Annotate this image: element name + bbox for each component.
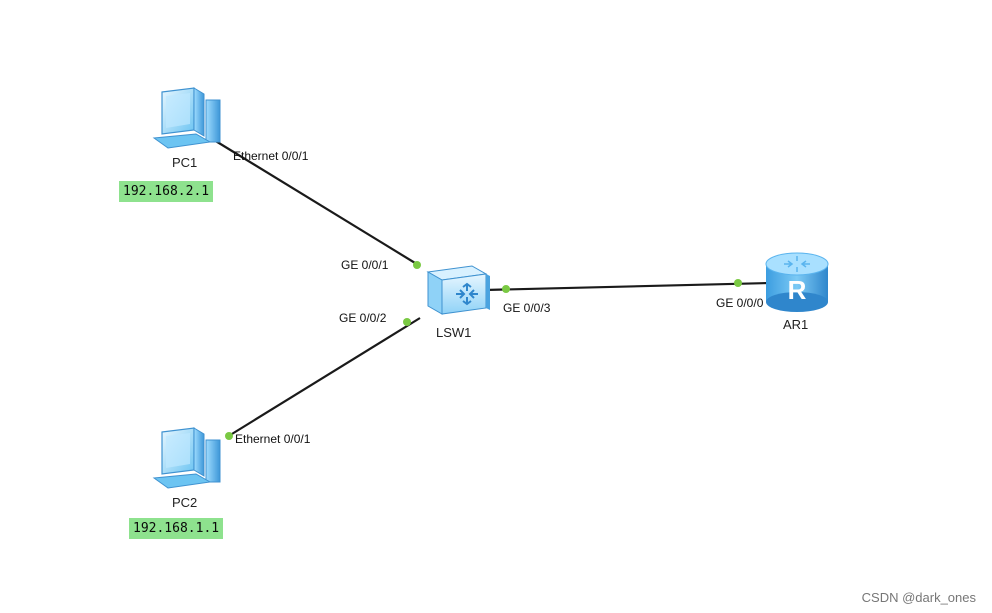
pc2-label: PC2 xyxy=(172,495,198,510)
port-label-ar1-ge0: GE 0/0/0 xyxy=(716,296,764,310)
port-label-lsw1-ge1: GE 0/0/1 xyxy=(341,258,389,272)
pc1-label: PC1 xyxy=(172,155,198,170)
port-dot-lsw1-ge1[interactable] xyxy=(413,261,421,269)
port-dot-lsw1-ge3[interactable] xyxy=(502,285,510,293)
port-label-lsw1-ge3: GE 0/0/3 xyxy=(503,301,551,315)
pc-icon[interactable] xyxy=(152,427,221,489)
link-pc1-lsw1 xyxy=(213,139,421,267)
port-label-pc1-eth: Ethernet 0/0/1 xyxy=(233,149,309,163)
watermark: CSDN @dark_ones xyxy=(861,590,976,605)
link-lsw1-ar1 xyxy=(484,281,771,292)
pc2-ip-label: 192.168.1.1 xyxy=(129,518,224,539)
port-label-pc2-eth: Ethernet 0/0/1 xyxy=(235,432,311,446)
ar1-label: AR1 xyxy=(783,317,809,332)
lsw1-label: LSW1 xyxy=(436,325,472,340)
port-dot-pc2-eth[interactable] xyxy=(225,432,233,440)
svg-text:R: R xyxy=(788,275,807,305)
pc1-ip-label: 192.168.2.1 xyxy=(119,181,214,202)
port-dot-lsw1-ge2[interactable] xyxy=(403,318,411,326)
pc-icon[interactable] xyxy=(152,87,221,149)
link-pc2-lsw1 xyxy=(226,317,421,438)
switch-icon[interactable] xyxy=(426,265,490,315)
port-label-lsw1-ge2: GE 0/0/2 xyxy=(339,311,387,325)
router-icon[interactable]: R xyxy=(765,252,829,312)
port-dot-ar1-ge0[interactable] xyxy=(734,279,742,287)
